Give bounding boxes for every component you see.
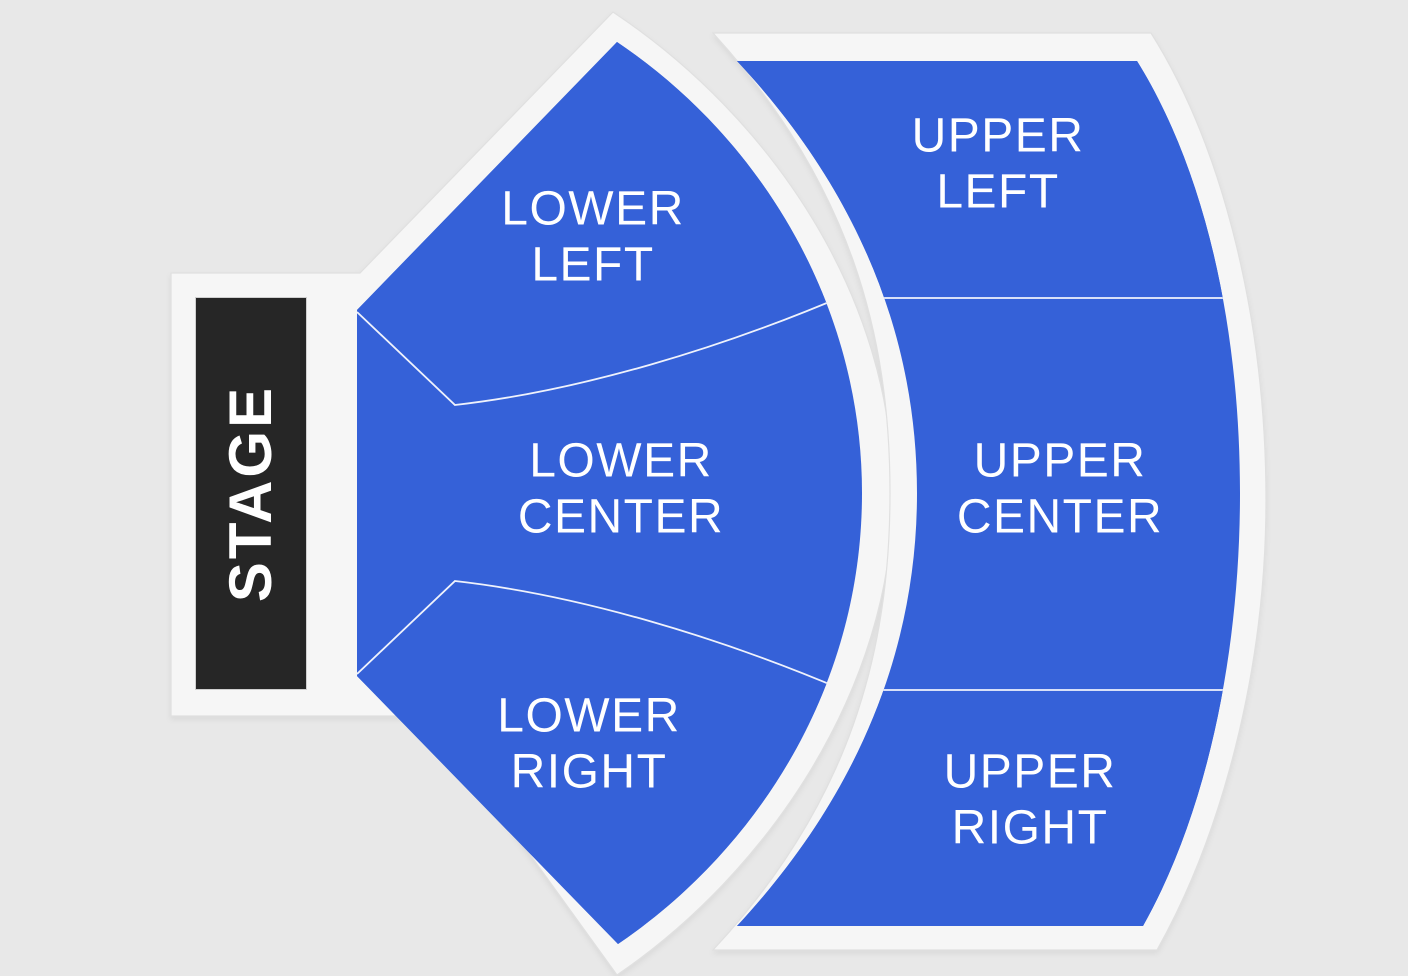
lower-left-divider	[357, 279, 862, 406]
lower-right-divider	[357, 580, 862, 707]
stage-block: STAGE	[195, 297, 307, 690]
stage-label: STAGE	[217, 384, 285, 603]
